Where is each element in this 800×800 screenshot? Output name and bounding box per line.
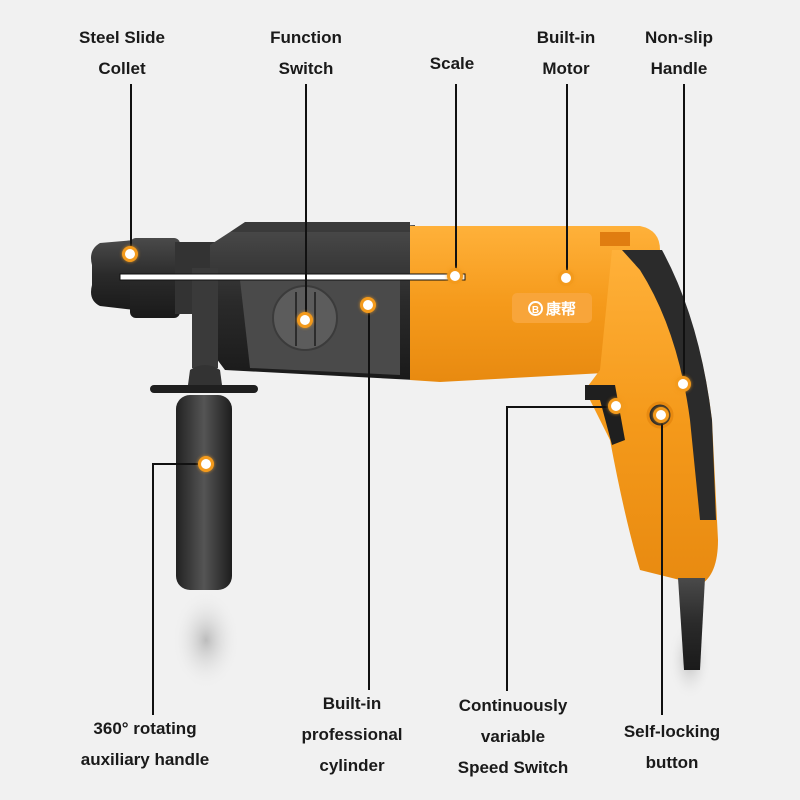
brand-logo: B 康帮 (512, 293, 592, 323)
label-steel-slide-collet: Steel Slide Collet (79, 28, 165, 78)
hotspot-function-switch[interactable] (297, 312, 313, 328)
hotspot-built-in-motor[interactable] (558, 270, 574, 286)
label-function-switch: Function Switch (270, 28, 342, 78)
hotspot-cylinder[interactable] (360, 297, 376, 313)
brand-logo-text: 康帮 (545, 300, 576, 318)
leader-function-switch (305, 84, 307, 320)
leader-self-locking (661, 415, 663, 715)
label-built-in-cylinder: Built-in professional cylinder (301, 694, 403, 775)
leader-cylinder (368, 305, 370, 690)
hotspot-aux-handle[interactable] (198, 456, 214, 472)
label-self-locking-button: Self-locking button (623, 722, 721, 772)
hotspot-non-slip-handle[interactable] (675, 376, 691, 392)
label-rotating-auxiliary-handle: 360° rotating auxiliary handle (80, 719, 210, 769)
hotspot-scale[interactable] (447, 268, 463, 284)
label-non-slip-handle: Non-slip Handle (645, 28, 713, 78)
leader-aux-handle-v (152, 463, 154, 715)
label-built-in-motor: Built-in Motor (536, 28, 596, 78)
leader-built-in-motor (566, 84, 568, 278)
brand-mark-icon: B (527, 300, 543, 316)
leader-scale (455, 84, 457, 276)
hotspot-self-locking[interactable] (653, 407, 669, 423)
leader-non-slip-handle (683, 84, 685, 384)
label-variable-speed-switch: Continuously variable Speed Switch (457, 696, 569, 777)
leader-speed-switch-v (506, 406, 508, 691)
hotspot-speed-switch[interactable] (608, 398, 624, 414)
leader-aux-handle-h (152, 463, 206, 465)
label-scale: Scale (429, 54, 475, 73)
leader-speed-switch-h (506, 406, 616, 408)
leader-steel-slide-collet (130, 84, 132, 254)
hotspot-steel-slide-collet[interactable] (122, 246, 138, 262)
